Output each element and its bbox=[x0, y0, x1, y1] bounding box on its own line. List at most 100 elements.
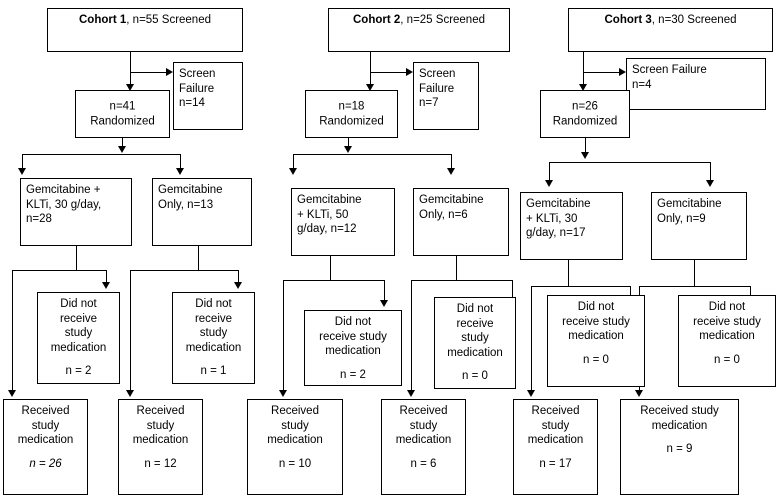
c1-arm-b-stem bbox=[198, 246, 199, 270]
c2-rec-b-n: n = 6 bbox=[410, 457, 437, 470]
c3-header-to-rand bbox=[583, 72, 584, 86]
c3-rec-a-l2: study bbox=[541, 419, 570, 432]
c3-arm-b-received-box: Received study medication n = 9 bbox=[620, 399, 739, 495]
c1-arm-a-fork bbox=[12, 270, 106, 271]
c2-arm-b-line2: Only, n=6 bbox=[419, 208, 468, 221]
c1-dnr-b-l4: medication bbox=[185, 341, 242, 354]
c1-rec-a-l2: study bbox=[31, 419, 60, 432]
cohort-1-screen-failure-box: Screen Failure n=14 bbox=[173, 62, 243, 130]
c1-rec-b-l3: medication bbox=[132, 434, 189, 446]
c1-sf-arrowhead bbox=[166, 67, 173, 76]
c3-arm-a-line3: g/day, n=17 bbox=[526, 227, 586, 239]
c3-arm-b-line1: Gemcitabine bbox=[657, 198, 722, 210]
c1-arm-b-did-not-receive-box: Did not receive study medication n = 1 bbox=[172, 292, 255, 384]
c3-rec-a-l3: medication bbox=[527, 434, 584, 446]
c3-dnr-b-n: n = 0 bbox=[714, 353, 740, 366]
c1-arm-a-dnr-arrowhead bbox=[101, 282, 110, 289]
c1-rand-line1: n=41 bbox=[109, 100, 136, 113]
c3-dnr-a-l2: receive study bbox=[562, 315, 630, 328]
c2-sf-line3: n=7 bbox=[419, 97, 439, 109]
c1-split-left bbox=[22, 154, 23, 170]
c3-header-to-sf bbox=[583, 72, 621, 73]
c1-dnr-b-l1: Did not bbox=[195, 298, 232, 310]
c1-header-stem bbox=[130, 52, 131, 72]
c3-arm-a-did-not-receive-box: Did not receive study medication n = 0 bbox=[547, 295, 645, 387]
c2-arm-b-line1: Gemcitabine bbox=[419, 194, 484, 206]
c1-dnr-a-l3: study bbox=[64, 327, 93, 339]
c2-dnr-a-l1: Did not bbox=[334, 316, 372, 328]
c1-dnr-a-n: n = 2 bbox=[65, 365, 92, 377]
c2-header-to-sf bbox=[370, 72, 408, 73]
c1-arm-a-line2: KLTi, 30 g/day, bbox=[26, 198, 102, 211]
cohort-3-title: Cohort 3 bbox=[604, 14, 652, 26]
c2-rec-b-l1: Received bbox=[399, 405, 448, 417]
c3-dnr-b-l1: Did not bbox=[708, 301, 746, 313]
c1-arm-a-line3: n=28 bbox=[26, 213, 52, 225]
cohort-2-title: Cohort 2 bbox=[353, 14, 401, 26]
c1-arm-a-received-box: Received study medication n = 26 bbox=[3, 399, 88, 495]
c1-dnr-a-l1: Did not bbox=[60, 298, 97, 310]
c1-arm-b-line1: Gemcitabine bbox=[158, 184, 223, 196]
c1-rec-a-n: n = 26 bbox=[29, 457, 62, 470]
cohort-1-header-box: Cohort 1, n=55 Screened bbox=[47, 8, 243, 52]
c3-arm-a-to-received bbox=[531, 286, 532, 392]
c2-arm-b-received-arrowhead bbox=[406, 390, 415, 397]
c2-arm-b-stem bbox=[456, 256, 457, 280]
c2-split-left bbox=[293, 154, 294, 170]
cohort-2-screen-failure-box: Screen Failure n=7 bbox=[413, 62, 479, 130]
c3-rec-b-l1: Received study bbox=[640, 405, 719, 417]
c3-arm-a-fork bbox=[531, 286, 630, 287]
c3-arm-b-did-not-receive-box: Did not receive study medication n = 0 bbox=[678, 295, 776, 387]
c2-arm-a-received-box: Received study medication n = 10 bbox=[247, 399, 343, 495]
c1-rand-arrowhead bbox=[125, 84, 134, 91]
c3-rec-a-l1: Received bbox=[531, 405, 580, 417]
c1-dnr-b-n: n = 1 bbox=[200, 365, 227, 377]
c2-dnr-b-l4: medication bbox=[447, 346, 503, 359]
c1-arm-b-received-arrowhead bbox=[125, 390, 134, 397]
c2-header-to-rand bbox=[370, 72, 371, 86]
c3-dnr-b-l3: medication bbox=[699, 330, 755, 342]
c3-arm-a-stem bbox=[568, 260, 569, 286]
c3-arm-a-box: Gemcitabine + KLTi, 30 g/day, n=17 bbox=[520, 192, 623, 260]
c1-arm-b-box: Gemcitabine Only, n=13 bbox=[152, 178, 252, 246]
c3-split-left bbox=[549, 162, 550, 182]
c2-dnr-b-l2: receive bbox=[456, 317, 494, 330]
c2-rand-stem-arrowhead bbox=[343, 146, 352, 153]
c1-rec-a-l3: medication bbox=[17, 434, 74, 446]
c2-header-stem bbox=[370, 52, 371, 72]
c3-rand-stem-arrowhead bbox=[580, 152, 589, 159]
cohort-3-header-box: Cohort 3, n=30 Screened bbox=[568, 8, 773, 52]
c3-arm-a-received-arrowhead bbox=[526, 390, 535, 397]
c3-arm-b-box: Gemcitabine Only, n=9 bbox=[651, 192, 747, 260]
c3-split-right bbox=[710, 162, 711, 182]
c3-rand-line2: Randomized bbox=[552, 115, 618, 127]
c3-arm-a-line1: Gemcitabine bbox=[526, 198, 591, 210]
c2-rand-arrowhead bbox=[365, 84, 374, 91]
cohort-3-randomized-box: n=26 Randomized bbox=[540, 90, 630, 138]
c1-header-to-sf bbox=[130, 72, 168, 73]
c1-rec-b-l2: study bbox=[146, 419, 175, 432]
c1-arm-a-to-dnr bbox=[106, 270, 107, 284]
c1-rec-b-l1: Received bbox=[136, 405, 185, 417]
c2-sf-line2: Failure bbox=[419, 82, 455, 95]
c1-sf-line3: n=14 bbox=[179, 97, 205, 109]
c1-arm-b-arrowhead bbox=[175, 168, 184, 175]
c2-dnr-a-l2: receive study bbox=[319, 330, 387, 343]
c2-arm-a-dnr-arrowhead bbox=[379, 300, 388, 307]
c2-arm-a-to-dnr bbox=[384, 280, 385, 302]
c2-dnr-b-l1: Did not bbox=[456, 303, 494, 315]
c1-arm-a-did-not-receive-box: Did not receive study medication n = 2 bbox=[37, 292, 120, 384]
c1-arm-b-to-dnr bbox=[238, 270, 239, 284]
c3-rec-a-n: n = 17 bbox=[539, 457, 572, 470]
c1-arm-b-fork bbox=[130, 270, 238, 271]
c3-dnr-b-l2: receive study bbox=[693, 315, 761, 328]
c2-rec-b-l3: medication bbox=[395, 434, 452, 446]
c2-arm-b-did-not-receive-box: Did not receive study medication n = 0 bbox=[434, 297, 516, 389]
c2-arm-b-to-dnr bbox=[512, 280, 513, 302]
cohort-2-header-box: Cohort 2, n=25 Screened bbox=[328, 8, 510, 52]
c2-arm-a-line3: g/day, n=12 bbox=[297, 223, 357, 235]
c3-dnr-a-l3: medication bbox=[568, 330, 624, 342]
cohort-1-randomized-box: n=41 Randomized bbox=[75, 90, 170, 138]
c2-dnr-b-n: n = 0 bbox=[462, 370, 488, 382]
